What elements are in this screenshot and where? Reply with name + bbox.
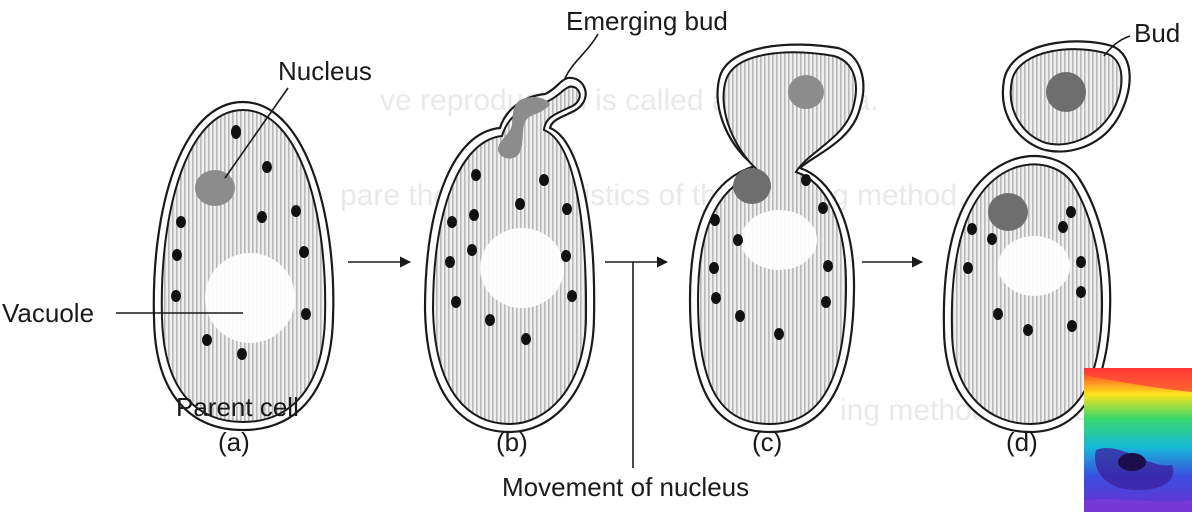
bud-nucleus-c <box>788 75 824 109</box>
vacuole-b <box>480 228 564 308</box>
emerging-bud-label: Emerging bud <box>566 6 728 36</box>
nucleus-d <box>988 193 1028 231</box>
bud-nucleus-d <box>1046 72 1086 112</box>
vacuole-c <box>741 210 817 270</box>
vacuole-a <box>205 253 295 343</box>
nucleus-label: Nucleus <box>278 56 372 86</box>
vacuole-label: Vacuole <box>2 298 94 328</box>
stage-label-c: (c) <box>752 427 782 457</box>
parent-cell-label: Parent cell <box>176 392 299 422</box>
nucleus-a <box>195 170 235 206</box>
svg-text:pare the characteristics of th: pare the characteristics of the budding … <box>340 179 957 212</box>
movement-of-nucleus-label: Movement of nucleus <box>502 472 749 502</box>
stage-label-a: (a) <box>218 427 250 457</box>
stage-label-b: (b) <box>496 427 528 457</box>
stage-label-d: (d) <box>1006 427 1038 457</box>
nucleus-c <box>733 168 771 204</box>
bud-label: Bud <box>1134 18 1180 48</box>
thermal-image-icon <box>1084 368 1192 512</box>
cell-b <box>425 78 594 432</box>
emerging-bud-leader-line <box>565 34 598 78</box>
vacuole-d <box>998 236 1070 296</box>
